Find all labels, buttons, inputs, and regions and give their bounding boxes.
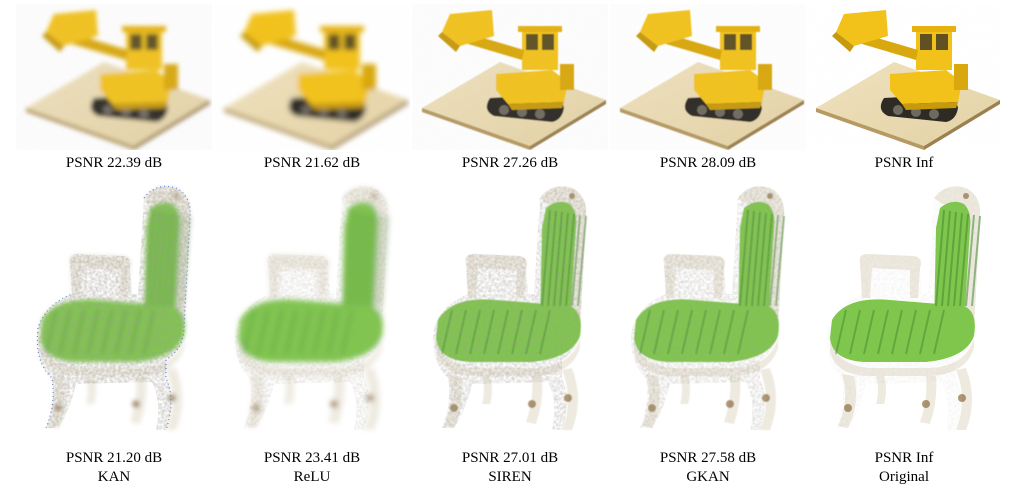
chair-psnr-caption: PSNR 23.41 dB <box>263 450 361 466</box>
lego-render <box>806 4 1002 150</box>
lego-bulldozer-image <box>806 4 1002 150</box>
figure-column: PSNR 27.26 dB PSNR 27.01 dB SIREN <box>412 0 608 498</box>
chair-render <box>610 178 806 448</box>
chair-psnr-caption: PSNR 21.20 dB <box>65 450 163 466</box>
lego-psnr-caption: PSNR Inf <box>874 155 934 171</box>
method-label: ReLU <box>293 469 331 485</box>
lego-render <box>16 4 212 150</box>
method-label: SIREN <box>488 469 532 485</box>
lego-psnr-caption: PSNR 28.09 dB <box>659 155 757 171</box>
method-label: Original <box>879 469 929 485</box>
chair-render <box>806 178 1002 448</box>
chair-psnr-caption: PSNR 27.58 dB <box>659 450 757 466</box>
chair-render <box>214 178 410 448</box>
lego-bulldozer-image <box>610 4 806 150</box>
figure-column: PSNR 22.39 dB PSNR 21.20 dB KAN <box>16 0 212 498</box>
armchair-image <box>631 186 785 431</box>
lego-bulldozer-image <box>16 4 212 150</box>
lego-psnr-caption: PSNR 21.62 dB <box>263 155 361 171</box>
armchair-image <box>36 185 191 431</box>
chair-psnr-caption: PSNR 27.01 dB <box>461 450 559 466</box>
lego-render <box>214 4 410 150</box>
lego-bulldozer-image <box>214 4 410 150</box>
chair-render <box>16 178 212 448</box>
lego-psnr-caption: PSNR 22.39 dB <box>65 155 163 171</box>
figure-column: PSNR Inf PSNR Inf Original <box>806 0 1002 498</box>
chair-psnr-caption: PSNR Inf <box>874 450 934 466</box>
figure-column: PSNR 21.62 dB PSNR 23.41 dB ReLU <box>214 0 410 498</box>
lego-psnr-caption: PSNR 27.26 dB <box>461 155 559 171</box>
method-label: GKAN <box>686 469 730 485</box>
chair-render <box>412 178 608 448</box>
armchair-image <box>235 186 389 431</box>
armchair-image <box>433 186 587 431</box>
lego-bulldozer-image <box>412 4 608 150</box>
lego-render <box>610 4 806 150</box>
lego-render <box>412 4 608 150</box>
armchair-image <box>827 186 981 431</box>
method-label: KAN <box>97 469 131 485</box>
figure-column: PSNR 28.09 dB PSNR 27.58 dB GKAN <box>610 0 806 498</box>
